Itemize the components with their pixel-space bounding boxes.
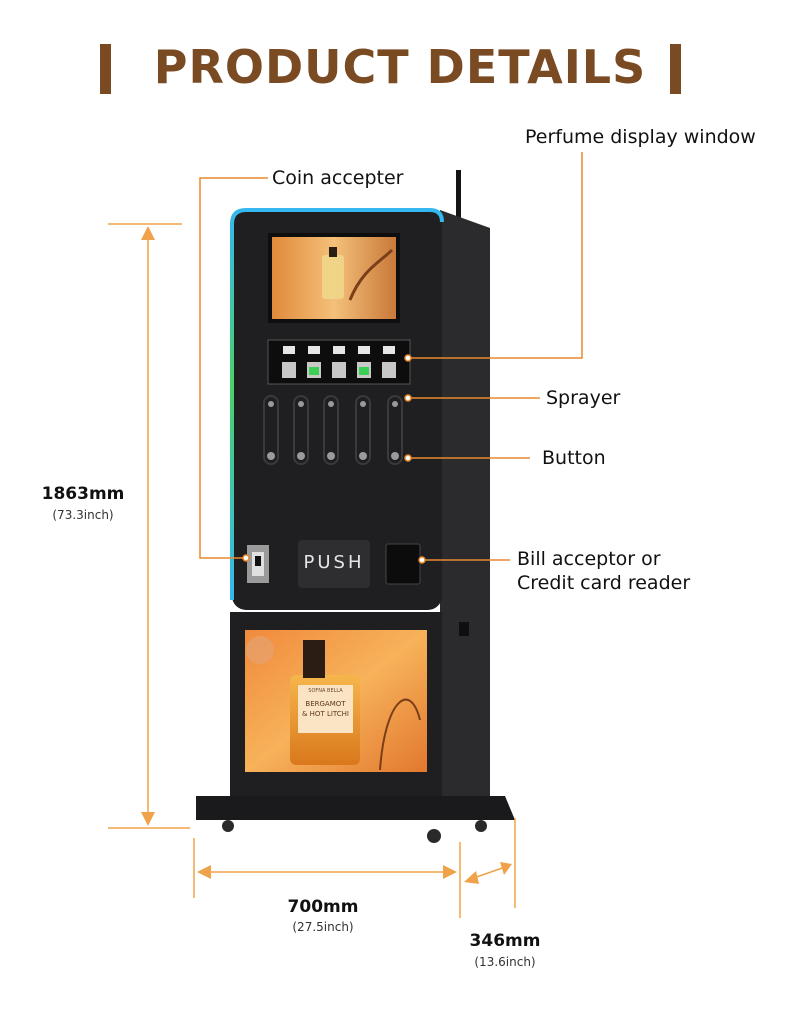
bottom-screen-product-line1: BERGAMOT: [305, 700, 346, 708]
width-mm: 700mm: [287, 897, 359, 917]
title-bar-right: [670, 44, 681, 94]
bill-acceptor: [385, 543, 421, 585]
dimension-lines: [108, 223, 516, 918]
push-panel: [298, 540, 370, 588]
height-mm: 1863mm: [41, 484, 125, 504]
page-title: PRODUCT DETAILS: [153, 40, 647, 94]
label-bill-acceptor-line2: Credit card reader: [517, 572, 691, 594]
antenna: [456, 170, 461, 220]
label-coin-accepter: Coin accepter: [272, 167, 404, 189]
machine-base: [196, 796, 515, 820]
led-strip: [230, 208, 444, 600]
depth-mm: 346mm: [469, 931, 541, 951]
title-bar-left: [100, 44, 111, 94]
width-inch: (27.5inch): [292, 920, 354, 934]
bottom-screen-brand: SOFNA BELLA: [308, 688, 343, 694]
label-bill-acceptor-line1: Bill acceptor or: [517, 548, 661, 570]
push-label: PUSH: [303, 552, 365, 573]
sprayer-slots: [263, 395, 403, 465]
bottom-screen-product-line2: & HOT LITCHI: [301, 710, 349, 718]
label-perfume-display-window: Perfume display window: [525, 126, 756, 148]
label-button: Button: [542, 447, 606, 469]
label-sprayer: Sprayer: [546, 387, 621, 409]
callout-lines: [199, 152, 583, 561]
depth-inch: (13.6inch): [474, 955, 536, 969]
height-inch: (73.3inch): [52, 508, 114, 522]
